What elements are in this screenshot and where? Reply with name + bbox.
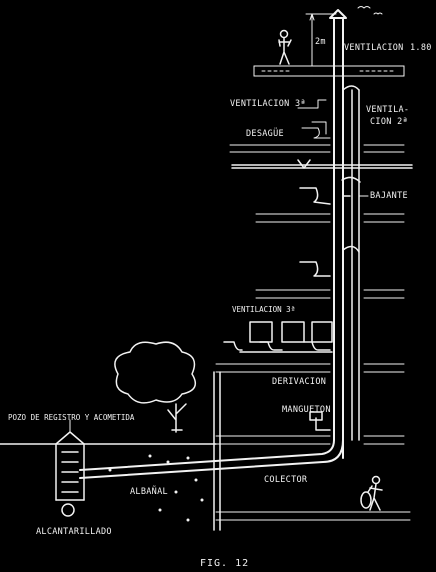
ventilacion-3a-lower-label: VENTILACION 3ª — [232, 305, 295, 314]
person-top-icon — [278, 29, 292, 65]
floor-slab-4 — [215, 363, 405, 373]
roof-slab — [253, 65, 405, 77]
ventilacion-3er-label: VENTILACION 3ª — [230, 99, 306, 109]
floor-slab-1 — [229, 144, 405, 153]
ground-slab — [215, 435, 405, 445]
birds-icon — [357, 6, 383, 15]
fixtures-row — [223, 321, 333, 353]
secondary-stack — [342, 85, 360, 441]
figure-caption: FIG. 12 — [200, 558, 249, 569]
main-stack — [329, 9, 347, 459]
desague-trap — [301, 127, 331, 139]
trap-floor-3 — [299, 245, 360, 277]
bajante-loop — [299, 176, 361, 205]
floor-slab-2 — [255, 213, 405, 223]
mangueton-pipe — [309, 411, 331, 431]
pozo-label: POZO DE REGISTRO Y ACOMETIDA — [8, 413, 135, 422]
mangueton-label: MANGUETON — [282, 405, 331, 415]
floor-slab-3 — [255, 289, 405, 299]
ventilacion-top-value: 1.80 — [410, 43, 432, 53]
bajante-label: BAJANTE — [370, 191, 408, 201]
building-wall — [213, 371, 221, 531]
tree-icon — [114, 341, 197, 433]
foundation-slab — [215, 511, 411, 521]
alcantarillado-label: ALCANTARILLADO — [36, 527, 112, 537]
height-mark-label: 2m — [315, 37, 326, 47]
ventilacion-2a-label: VENTILA- — [366, 105, 409, 115]
floor-line — [231, 159, 413, 169]
ventilacion-2a-label-2: CION 2ª — [370, 117, 408, 127]
manhole-icon — [55, 431, 85, 517]
soil-texture — [108, 454, 204, 522]
height-marker — [305, 13, 337, 67]
desague-label: DESAGÜE — [246, 128, 284, 139]
ventilacion-top-label: VENTILACION — [344, 43, 404, 53]
derivacion-label: DERIVACION — [272, 377, 326, 387]
person-bottom-icon — [360, 475, 383, 511]
albanal-label: ALBAÑAL — [130, 486, 168, 497]
colector-label: COLECTOR — [264, 475, 308, 485]
vent-3-fitting — [297, 99, 327, 135]
collector-pipe — [79, 439, 344, 479]
